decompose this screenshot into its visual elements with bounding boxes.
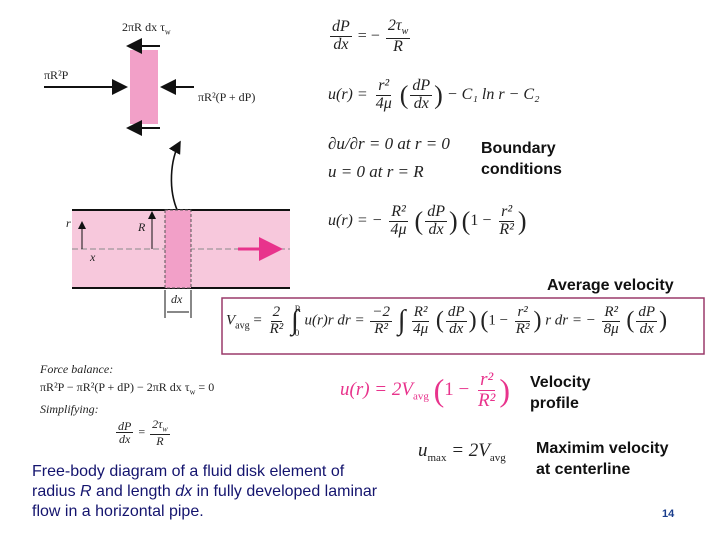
axis-x-label: x [90, 250, 96, 264]
boundary-condition-2: u = 0 at r = R [328, 162, 424, 181]
pressure-left-label: πR²P [44, 68, 69, 82]
shear-force-label: 2πR dx τw [122, 20, 171, 37]
pressure-right-label: πR²(P + dP) [198, 90, 256, 104]
average-velocity-box [221, 297, 705, 355]
dx-label: dx [171, 292, 183, 306]
pipe-element [164, 209, 192, 289]
disk-element [130, 50, 158, 124]
force-balance-equation: πR²P − πR²(P + dP) − 2πR dx τw = 0 [40, 380, 215, 397]
axis-R-label: R [138, 220, 146, 234]
average-velocity-label: Average velocity [547, 277, 674, 294]
page-number: 14 [662, 508, 675, 520]
boundary-condition-1: ∂u/∂r = 0 at r = 0 [328, 134, 450, 153]
max-velocity-equation: umax = 2Vavg [418, 440, 506, 464]
simplifying-title: Simplifying: [40, 402, 99, 416]
force-balance-title: Force balance: [40, 362, 114, 376]
boundary-conditions-label: Boundary conditions [481, 140, 562, 178]
max-velocity-label: Maximim velocity at centerline [536, 440, 669, 478]
connector-arrow [168, 140, 181, 213]
axis-r-label: r [66, 216, 71, 230]
velocity-profile-label: Velocity profile [530, 374, 591, 412]
figure-caption: Free-body diagram of a fluid disk elemen… [32, 463, 378, 520]
